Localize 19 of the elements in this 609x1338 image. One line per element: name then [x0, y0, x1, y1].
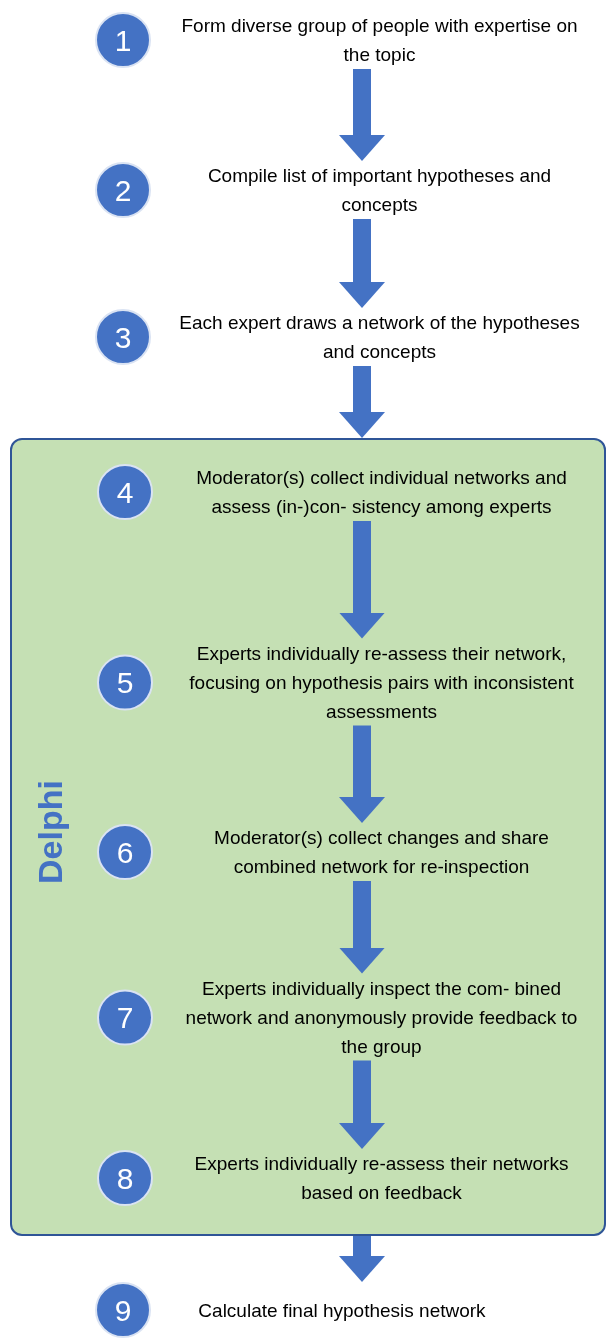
step-description: Moderator(s) collect changes and share combined network for re-inspection — [213, 826, 550, 879]
down-arrow — [339, 521, 385, 639]
down-arrow — [339, 881, 385, 974]
step-description: Calculate final hypothesis network — [198, 1298, 486, 1323]
delphi-panel — [10, 438, 606, 1236]
step-description: Experts individually re-assess their network, focusing on hypothesis pairs with inconsistent assessments — [188, 641, 575, 724]
down-arrow — [339, 69, 385, 161]
step-description: Moderator(s) collect individual networks and assess (in-)con- sistency among experts — [195, 466, 568, 519]
down-arrow — [339, 1236, 385, 1282]
down-arrow — [339, 219, 385, 308]
panel-title: Delphi — [29, 780, 70, 884]
down-arrow — [339, 1060, 385, 1149]
step-description: Experts individually inspect the com- bined network and anonymously provide feedback to the group — [184, 976, 579, 1059]
step-description: Experts individually re-assess their networks based on feedback — [193, 1152, 570, 1205]
down-arrow — [339, 366, 385, 438]
step-description: Each expert draws a network of the hypotheses and concepts — [178, 311, 581, 364]
step-description: Compile list of important hypotheses and concepts — [206, 164, 553, 217]
step-description: Form diverse group of people with expertise on the topic — [180, 14, 579, 67]
down-arrow — [339, 725, 385, 823]
